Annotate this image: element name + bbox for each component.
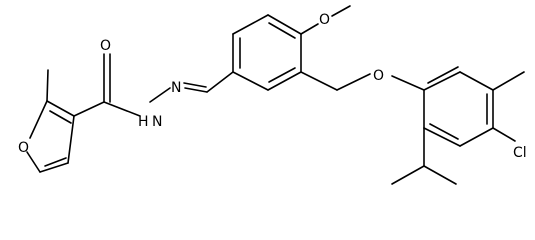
methoxy-oxygen-label: O <box>319 12 330 28</box>
hydrazide-nitrogen-label: N <box>152 114 162 130</box>
imine-nitrogen-label: N <box>171 80 181 96</box>
hydrazide-chain <box>73 53 234 117</box>
chlorine-label: Cl <box>513 145 527 161</box>
central-benzene-ring <box>232 14 302 91</box>
ether-oxygen-label: O <box>373 68 384 84</box>
right-benzene-ring <box>391 66 525 185</box>
furan-ring <box>26 69 75 173</box>
molecule-drawing: O O N H N O O Cl <box>18 5 527 185</box>
atom-labels: O O N H N O O Cl <box>18 12 527 161</box>
methoxy-group <box>300 5 351 35</box>
hydrazide-hydrogen-label: H <box>138 114 149 130</box>
structure-diagram: O O N H N O O Cl <box>18 5 527 185</box>
carbonyl-oxygen-label: O <box>100 38 111 54</box>
ether-linker <box>300 71 425 91</box>
furan-oxygen-label: O <box>18 140 29 156</box>
